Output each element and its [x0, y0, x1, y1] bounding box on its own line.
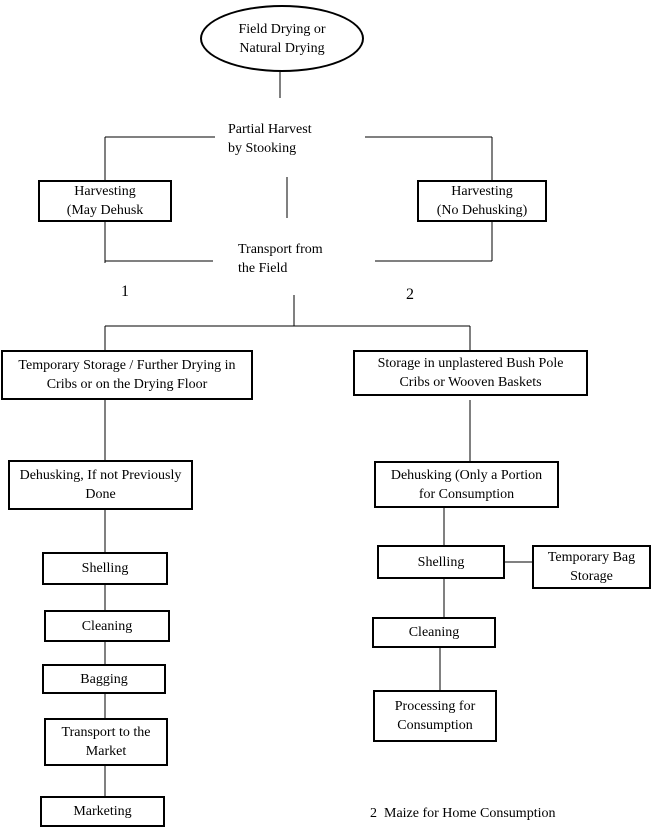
label-transport-from-field: Transport from the Field [238, 240, 323, 278]
box-transport-to-market: Transport to the Market [44, 718, 168, 766]
branch-number-2: 2 [406, 286, 414, 303]
bag-storage-line1: Temporary Bag [547, 550, 636, 565]
box-marketing: Marketing [40, 796, 165, 827]
box-processing: Processing for Consumption [373, 690, 497, 742]
temporary-storage-line1: Temporary Storage / Further Drying in [18, 358, 236, 373]
partial-harvest-line1: Partial Harvest [228, 122, 312, 137]
box-cleaning-left: Cleaning [44, 610, 170, 642]
transport-line1: Transport from [238, 242, 323, 257]
box-dehusking-right: Dehusking (Only a Portion for Consumptio… [374, 461, 559, 508]
transport-market-line1: Transport to the [61, 725, 151, 740]
storage-bush-pole-line1: Storage in unplastered Bush Pole [377, 356, 564, 371]
partial-harvest-line2: by Stooking [228, 141, 297, 156]
box-shelling-right: Shelling [377, 545, 505, 579]
box-temporary-bag-storage: Temporary Bag Storage [532, 545, 651, 589]
start-oval-field-drying: Field Drying or Natural Drying [200, 5, 364, 72]
temporary-storage-line2: Cribs or on the Drying Floor [46, 377, 208, 392]
start-oval-line2: Natural Drying [239, 40, 325, 56]
processing-line1: Processing for [394, 699, 476, 714]
storage-bush-pole-line2: Cribs or Wooven Baskets [399, 375, 542, 390]
box-dehusking-left: Dehusking, If not Previously Done [8, 460, 193, 510]
box-storage-bush-pole: Storage in unplastered Bush Pole Cribs o… [353, 350, 588, 396]
box-bagging: Bagging [42, 664, 166, 694]
label-partial-harvest: Partial Harvest by Stooking [228, 120, 312, 158]
start-oval-line1: Field Drying or [238, 21, 326, 37]
box-harvesting-left: Harvesting (May Dehusk [38, 180, 172, 222]
bag-storage-line2: Storage [570, 569, 613, 584]
harvesting-right-line2: (No Dehusking) [436, 203, 528, 218]
box-cleaning-right: Cleaning [372, 617, 496, 648]
transport-market-line2: Market [85, 744, 127, 759]
processing-line2: Consumption [397, 718, 473, 733]
box-shelling-left: Shelling [42, 552, 168, 585]
harvesting-left-line1: Harvesting [74, 184, 136, 199]
harvesting-left-line2: (May Dehusk [66, 203, 144, 218]
transport-line2: the Field [238, 261, 288, 276]
dehusking-right-line1: Dehusking (Only a Portion [390, 467, 543, 483]
dehusking-left-line2: Done [85, 487, 116, 502]
box-temporary-storage: Temporary Storage / Further Drying in Cr… [1, 350, 253, 400]
harvesting-right-line1: Harvesting [451, 184, 513, 199]
dehusking-left-line1: Dehusking, If not Previously [19, 468, 182, 483]
branch-number-1: 1 [121, 283, 129, 300]
box-harvesting-right: Harvesting (No Dehusking) [417, 180, 547, 222]
caption-home-consumption: 2 Maize for Home Consumption [370, 806, 556, 821]
dehusking-right-line2: for Consumption [418, 486, 515, 502]
